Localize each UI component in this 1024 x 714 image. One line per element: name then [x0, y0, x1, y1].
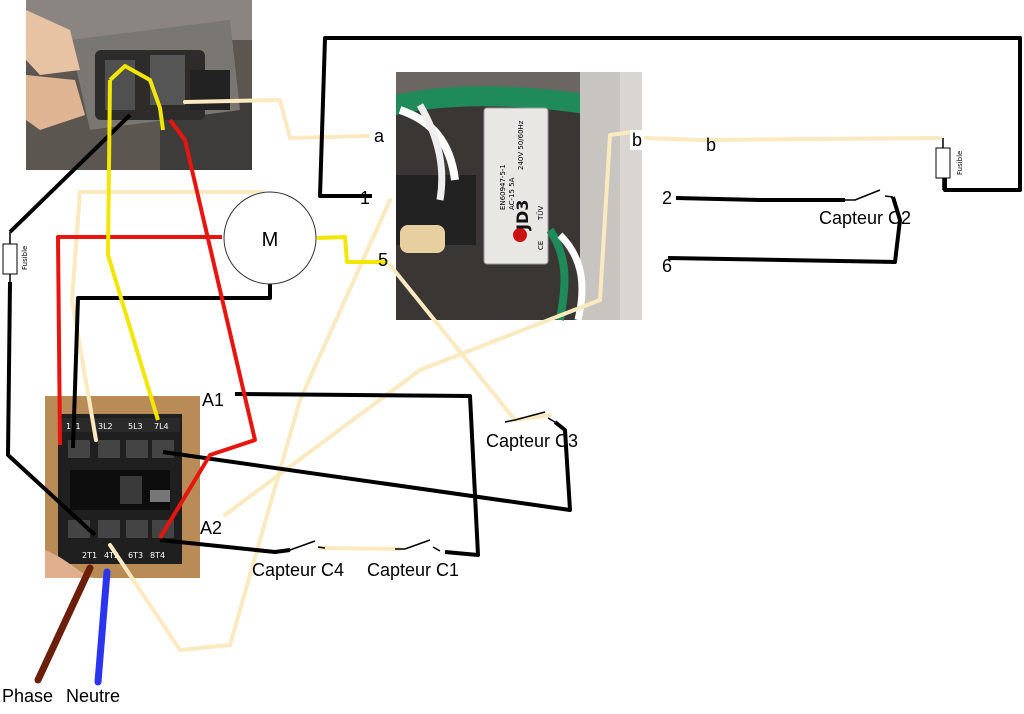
wire-motor-to-contactor-red — [56, 235, 222, 446]
terminal-a1: A1 — [202, 390, 224, 410]
relay-spec-line: CE — [537, 241, 545, 250]
terminal-a: a — [374, 126, 385, 146]
phase-wire — [34, 564, 94, 684]
sensor-symbols — [279, 189, 894, 552]
terminal-labels: a b b 1 5 2 6 A1 A2 — [200, 126, 716, 538]
switch-photo — [26, 0, 252, 170]
terminal-a2: A2 — [200, 518, 222, 538]
wire-contactor-to-c3 — [162, 420, 572, 512]
wire-c2-to-6 — [667, 196, 902, 264]
sensor-c3-label: Capteur C3 — [486, 431, 578, 451]
wire-motor-to-contactor — [70, 190, 264, 442]
terminal-2t1: 2T1 — [82, 551, 97, 560]
wire-2-to-c2 — [675, 196, 845, 202]
wire-switch-to-contactor-red — [158, 118, 257, 540]
neutral-wire — [94, 568, 111, 686]
wire-switch-yellow-loop — [108, 64, 165, 131]
terminal-2: 2 — [662, 188, 672, 208]
wire-fuse-left-to-contactor — [6, 281, 97, 537]
terminal-4t2: 4T2 — [104, 551, 119, 560]
phase-label: Phase — [2, 686, 53, 706]
wire-motor-to-contactor-black — [71, 280, 272, 449]
relay-photo: JD3 EN60947-5-1 AC-15 5A 240V 50/60Hz CE… — [396, 72, 642, 321]
wire-a1-to-c1 — [234, 392, 480, 557]
sensor-c2-label: Capteur C2 — [819, 208, 911, 228]
sensor-c4-label: Capteur C4 — [252, 560, 344, 580]
wire-b-to-a2 — [223, 130, 634, 517]
supply-labels: Phase Neutre — [2, 686, 120, 706]
wire-b-to-fuse — [643, 136, 942, 142]
relay-spec-line: AC-15 5A — [508, 177, 516, 210]
sensor-c1-label: Capteur C1 — [367, 560, 459, 580]
fuse-label: Fusible — [21, 246, 29, 270]
motor: M — [223, 191, 317, 285]
motor-label: M — [262, 229, 279, 251]
relay-spec-line: EN60947-5-1 — [499, 164, 507, 210]
wire-switch-to-contactor-yellow — [106, 79, 160, 421]
terminal-1: 1 — [360, 188, 370, 208]
relay-brand: JD3 — [513, 200, 532, 231]
red-wires — [56, 118, 257, 540]
relay-spec-line: TÜV — [536, 206, 545, 221]
fuse-label: Fusible — [956, 151, 964, 175]
switch-symbol-c2 — [845, 189, 894, 201]
terminal-6t3: 6T3 — [128, 551, 143, 560]
terminal-b-fuse: b — [706, 135, 716, 155]
wire-c4-to-c1 — [318, 546, 402, 551]
relay-spec-line: 240V 50/60Hz — [517, 120, 525, 170]
contactor-photo: 1L1 3L2 5L3 7L4 2T1 4T2 6T3 8T4 — [45, 396, 200, 578]
terminal-5: 5 — [378, 250, 388, 270]
wire-1-to-loop — [108, 198, 392, 652]
terminal-b-relay: b — [632, 130, 642, 150]
terminal-3l2: 3L2 — [98, 422, 113, 431]
contactor-bottom-labels: 2T1 4T2 6T3 8T4 — [82, 551, 165, 560]
switch-symbol-c1 — [395, 539, 441, 552]
wire-motor-to-5 — [316, 235, 388, 264]
switch-symbol-c4 — [279, 540, 326, 552]
wire-loop-top — [318, 36, 1022, 198]
yellow-wires — [106, 64, 388, 421]
sensor-labels: Capteur C2 Capteur C3 Capteur C4 Capteur… — [252, 208, 911, 580]
wire-switch-to-a — [183, 98, 370, 140]
neutral-label: Neutre — [66, 686, 120, 706]
supply-leads — [34, 564, 111, 686]
terminal-8t4: 8T4 — [150, 551, 165, 560]
switch-symbol-c3 — [504, 411, 556, 423]
terminal-6: 6 — [662, 256, 672, 276]
terminal-5l3: 5L3 — [128, 422, 143, 431]
black-wires — [6, 36, 1022, 557]
fuse-left: Fusible — [2, 232, 29, 282]
fuse-right: Fusible — [935, 138, 964, 190]
terminal-7l4: 7L4 — [154, 422, 169, 431]
